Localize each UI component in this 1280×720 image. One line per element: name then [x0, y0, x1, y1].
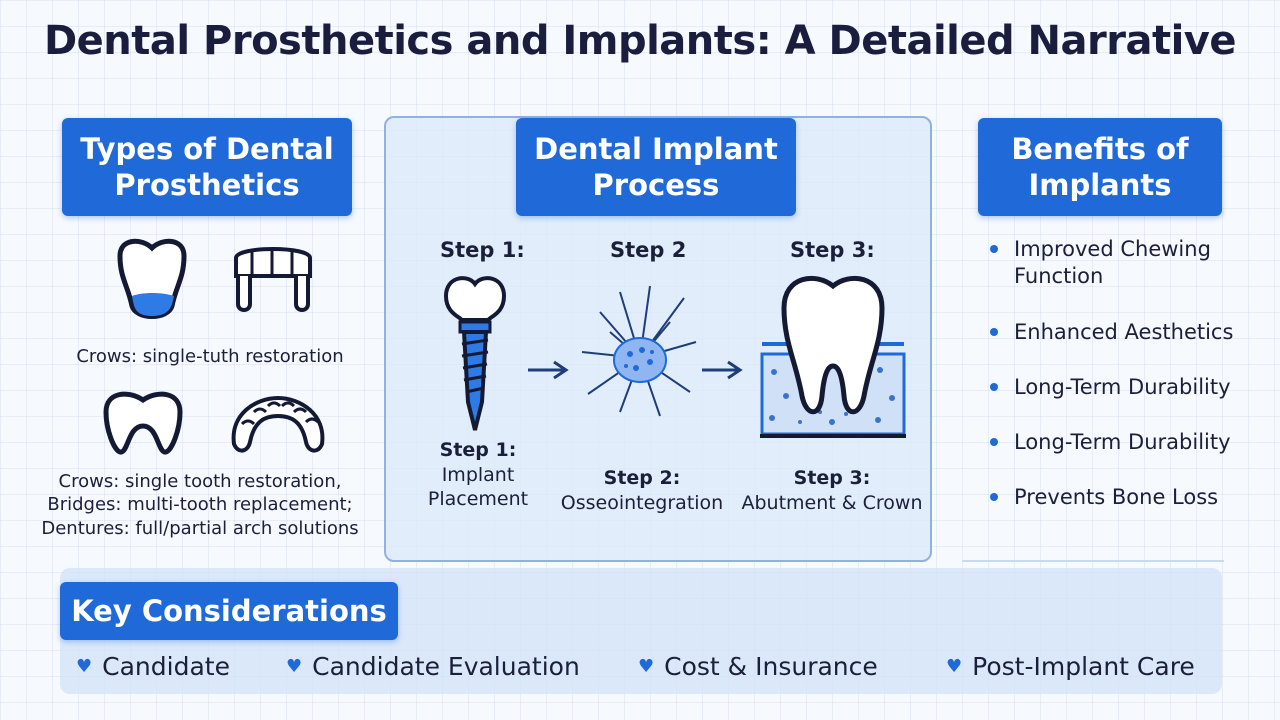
key-considerations-list: ♥ Candidate ♥ Candidate Evaluation ♥ Cos…: [0, 652, 1280, 684]
arrow-right-icon: [528, 360, 569, 380]
molar-outline-icon: [103, 391, 183, 455]
step-2-caption-line2: Osseointegration: [560, 491, 724, 514]
step-1-caption-title: Step 1:: [439, 439, 517, 461]
benefit-item: Prevents Bone Loss: [988, 484, 1258, 511]
step-2-label: Step 2: [610, 238, 687, 262]
step-1-caption: Step 1: Implant Placement: [418, 438, 538, 512]
page-title: Dental Prosthetics and Implants: A Detai…: [43, 18, 1237, 64]
caption-dentures: Dentures: full/partial arch solutions: [41, 517, 359, 539]
benefit-text: Enhanced Aesthetics: [1014, 319, 1234, 344]
crown-tooth-icon: [117, 238, 187, 319]
benefits-panel: [962, 116, 1224, 562]
benefits-list: Improved Chewing Function Enhanced Aesth…: [988, 236, 1258, 540]
types-heading-line1: Types of Dental: [80, 131, 334, 166]
step-3-caption-line2: Abutment & Crown: [741, 491, 923, 514]
consideration-item: ♥ Candidate: [76, 652, 230, 681]
bone-integration-icon: [581, 285, 697, 417]
heart-bullet-icon: ♥: [638, 656, 655, 677]
tooth-in-bone-icon: [760, 275, 906, 438]
bullet-dot-icon: [990, 327, 998, 336]
benefit-text: Long-Term Durability: [1014, 374, 1231, 399]
benefit-text-line2: Function: [1014, 264, 1104, 289]
benefits-heading: Benefits of Implants: [978, 118, 1222, 216]
key-considerations-heading: Key Considerations: [60, 582, 398, 640]
process-heading-line2: Process: [592, 168, 720, 202]
bullet-dot-icon: [990, 493, 998, 502]
step-1-label: Step 1:: [440, 238, 525, 262]
heart-bullet-icon: ♥: [946, 656, 963, 677]
prosthetics-caption-bottom: Crows: single tooth restoration, Bridges…: [28, 470, 372, 540]
process-heading: Dental Implant Process: [516, 118, 796, 216]
benefits-heading-line2: Implants: [1028, 168, 1172, 202]
benefit-item: Long-Term Durability: [988, 374, 1258, 401]
bullet-dot-icon: [990, 382, 998, 391]
step-2-caption: Step 2: Osseointegration: [552, 466, 732, 515]
benefits-heading-line1: Benefits of: [1011, 131, 1189, 166]
types-heading: Types of Dental Prosthetics: [62, 118, 352, 216]
process-heading-line1: Dental Implant: [534, 131, 778, 166]
consideration-item: ♥ Post-Implant Care: [946, 652, 1195, 681]
step-1-caption-line2: Implant: [441, 463, 515, 486]
consideration-item: ♥ Candidate Evaluation: [286, 652, 580, 681]
bridge-teeth-icon: [234, 247, 312, 312]
prosthetics-caption-top: Crows: single-tuth restoration: [76, 346, 344, 367]
arrow-right-icon: [702, 360, 743, 380]
consideration-text: Post-Implant Care: [972, 652, 1195, 681]
heart-bullet-icon: ♥: [76, 656, 93, 677]
caption-bridges: Bridges: multi-tooth replacement;: [47, 494, 353, 516]
bullet-dot-icon: [990, 438, 998, 447]
benefit-item: Improved Chewing Function: [988, 236, 1258, 291]
consideration-text: Candidate Evaluation: [312, 652, 580, 681]
benefit-item: Enhanced Aesthetics: [988, 319, 1258, 346]
step-2-caption-title: Step 2:: [603, 467, 681, 489]
bullet-dot-icon: [990, 245, 998, 253]
heart-bullet-icon: ♥: [286, 656, 303, 677]
benefit-item: Long-Term Durability: [988, 429, 1258, 456]
step-3-label: Step 3:: [790, 238, 875, 262]
consideration-item: ♥ Cost & Insurance: [638, 652, 878, 681]
step-3-caption: Step 3: Abutment & Crown: [734, 466, 930, 515]
step-1-caption-line3: Placement: [427, 488, 529, 511]
step-3-caption-title: Step 3:: [793, 467, 871, 489]
consideration-text: Candidate: [102, 652, 230, 681]
denture-arch-icon: [231, 395, 325, 453]
caption-crowns: Crows: single tooth restoration,: [58, 471, 342, 492]
benefit-text: Prevents Bone Loss: [1014, 485, 1219, 510]
benefit-text: Improved Chewing: [1014, 237, 1211, 261]
implant-screw-icon: [443, 276, 507, 431]
benefit-text: Long-Term Durability: [1014, 430, 1231, 455]
types-heading-line2: Prosthetics: [114, 168, 300, 202]
consideration-text: Cost & Insurance: [664, 652, 878, 681]
